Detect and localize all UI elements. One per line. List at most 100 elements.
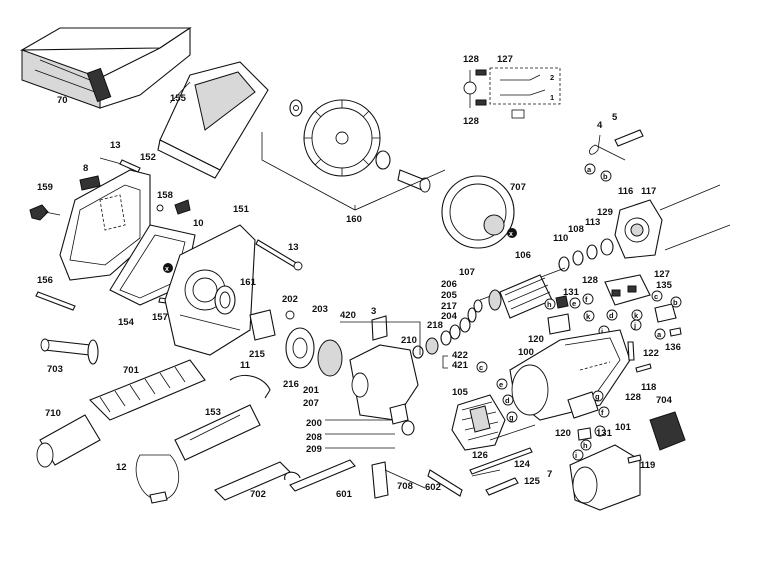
blade-707: x 707 bbox=[441, 175, 526, 249]
letter-a2: a bbox=[657, 330, 662, 339]
label-128c: 128 bbox=[582, 275, 598, 286]
label-1: 1 bbox=[550, 93, 554, 102]
letter-i1: i bbox=[598, 427, 600, 436]
label-701: 701 bbox=[123, 365, 140, 376]
label-127a: 127 bbox=[497, 54, 513, 65]
label-601: 601 bbox=[336, 489, 353, 500]
parts-158-10: 158 10 bbox=[156, 190, 204, 229]
label-136: 136 bbox=[665, 342, 681, 353]
lower-right-parts: g 128 704 f i 120 131 h i 101 119 bbox=[555, 390, 686, 511]
label-117: 117 bbox=[641, 186, 656, 197]
label-11: 11 bbox=[240, 360, 251, 371]
tools: 702 601 708 602 bbox=[214, 459, 463, 501]
label-702: 702 bbox=[250, 489, 266, 500]
label-151: 151 bbox=[233, 204, 250, 215]
label-131b: 131 bbox=[596, 428, 613, 439]
label-422: 422 bbox=[452, 350, 468, 361]
label-100: 100 bbox=[518, 347, 534, 358]
letter-g1: g bbox=[509, 413, 514, 422]
label-128d: 128 bbox=[625, 392, 641, 403]
housing-151: 151 13 bbox=[164, 204, 303, 356]
wiring-schematic: 128 127 128 2 1 bbox=[463, 54, 561, 127]
letter-i2: i bbox=[575, 451, 577, 460]
label-120a: 120 bbox=[528, 334, 544, 345]
label-155: 155 bbox=[170, 93, 187, 104]
endcap-116-117: 116 117 129 113 108 110 bbox=[553, 184, 731, 272]
label-131a: 131 bbox=[563, 287, 580, 298]
label-207: 207 bbox=[303, 398, 319, 409]
label-105: 105 bbox=[452, 387, 469, 398]
dust-hood-155: 155 bbox=[157, 61, 269, 179]
ring-161: 161 bbox=[214, 277, 257, 315]
strips-124-126: 126 124 7 125 bbox=[469, 424, 552, 496]
label-2: 2 bbox=[550, 73, 554, 82]
letter-f1: f bbox=[585, 295, 588, 304]
letter-e1: e bbox=[572, 299, 576, 308]
label-161: 161 bbox=[240, 277, 257, 288]
label-158: 158 bbox=[157, 190, 173, 201]
label-154: 154 bbox=[118, 317, 135, 328]
label-126: 126 bbox=[472, 450, 488, 461]
label-218: 218 bbox=[427, 320, 443, 331]
label-13b: 13 bbox=[288, 242, 299, 253]
label-159: 159 bbox=[37, 182, 53, 193]
label-8: 8 bbox=[83, 163, 88, 174]
label-125: 125 bbox=[524, 476, 541, 487]
label-710: 710 bbox=[45, 408, 61, 419]
label-152: 152 bbox=[140, 152, 156, 163]
label-205: 205 bbox=[441, 290, 458, 301]
label-421: 421 bbox=[452, 360, 469, 371]
letter-d1: d bbox=[609, 311, 614, 320]
field-105: 105 c e d g bbox=[451, 361, 518, 451]
letter-g2: g bbox=[595, 392, 600, 401]
label-128a: 128 bbox=[463, 54, 479, 65]
label-12: 12 bbox=[116, 462, 127, 473]
label-708: 708 bbox=[397, 481, 413, 492]
guard-152-group: 13 8 152 159 bbox=[29, 140, 156, 281]
letter-j1: j bbox=[633, 321, 636, 330]
blade-assembly-160: 160 bbox=[261, 99, 446, 225]
label-204: 204 bbox=[441, 311, 458, 322]
letter-j2: j bbox=[600, 327, 603, 336]
letter-d2: d bbox=[505, 396, 510, 405]
letter-c2: c bbox=[479, 363, 483, 372]
label-13a: 13 bbox=[110, 140, 121, 151]
letter-k1: k bbox=[586, 312, 591, 321]
label-209: 209 bbox=[306, 444, 322, 455]
label-70: 70 bbox=[57, 95, 68, 106]
label-202: 202 bbox=[282, 294, 298, 305]
label-106: 106 bbox=[515, 250, 531, 261]
label-215: 215 bbox=[249, 349, 266, 360]
label-129: 129 bbox=[597, 207, 613, 218]
label-3: 3 bbox=[371, 306, 376, 317]
letter-h2: h bbox=[583, 441, 588, 450]
carrying-case-70: 70 bbox=[19, 26, 192, 109]
label-4: 4 bbox=[597, 120, 603, 131]
label-7: 7 bbox=[547, 469, 552, 480]
label-208: 208 bbox=[306, 432, 322, 443]
letter-k2: k bbox=[634, 311, 639, 320]
label-120b: 120 bbox=[555, 428, 571, 439]
label-157: 157 bbox=[152, 312, 168, 323]
label-206: 206 bbox=[441, 279, 457, 290]
label-101: 101 bbox=[615, 422, 632, 433]
suction-parts: 703 701 710 bbox=[36, 338, 206, 468]
label-153: 153 bbox=[205, 407, 221, 418]
x-marker-1: x bbox=[165, 266, 169, 273]
label-210: 210 bbox=[401, 335, 417, 346]
letter-h1: h bbox=[547, 300, 552, 309]
label-707: 707 bbox=[510, 182, 526, 193]
label-124: 124 bbox=[514, 459, 531, 470]
label-127b: 127 bbox=[654, 269, 670, 280]
label-200: 200 bbox=[306, 418, 322, 429]
letter-e2: e bbox=[499, 380, 503, 389]
label-160: 160 bbox=[346, 214, 362, 225]
label-156: 156 bbox=[37, 275, 53, 286]
label-113: 113 bbox=[585, 217, 600, 228]
label-119: 119 bbox=[640, 460, 655, 471]
label-108: 108 bbox=[568, 224, 584, 235]
tube-153: 11 153 bbox=[174, 360, 271, 461]
letter-b2: b bbox=[673, 298, 678, 307]
letter-a1: a bbox=[587, 165, 592, 174]
